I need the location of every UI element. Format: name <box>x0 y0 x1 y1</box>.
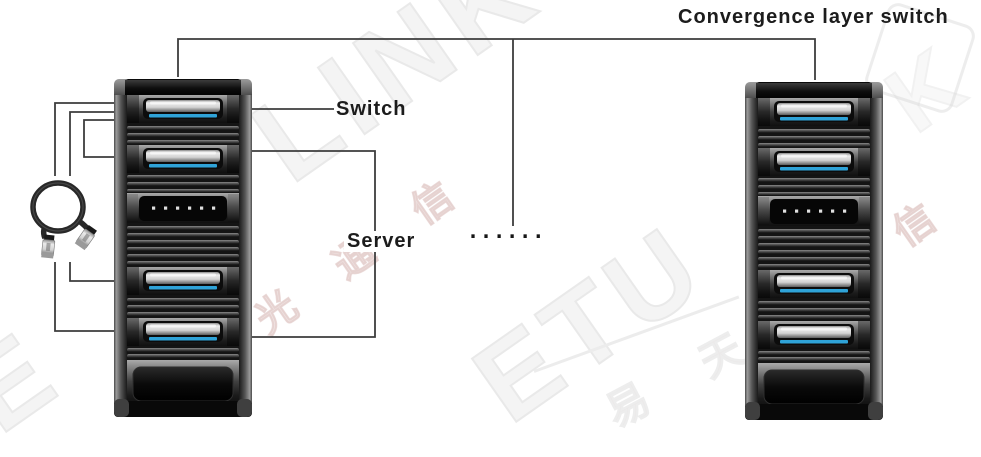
dac-cable-image <box>16 176 110 262</box>
server-label: Server <box>344 231 419 252</box>
sfp-connector-right <box>74 225 97 251</box>
server-rack-right <box>744 81 884 421</box>
sfp-connector-bottom <box>41 234 56 259</box>
convergence-bus-line <box>177 38 816 80</box>
convergence-layer-switch-label: Convergence layer switch <box>678 6 949 28</box>
more-nodes-ellipsis: ...... <box>467 219 546 243</box>
server-rack-left <box>113 78 253 418</box>
switch-label: Switch <box>336 98 407 120</box>
dac-link-line-inner <box>83 119 118 158</box>
